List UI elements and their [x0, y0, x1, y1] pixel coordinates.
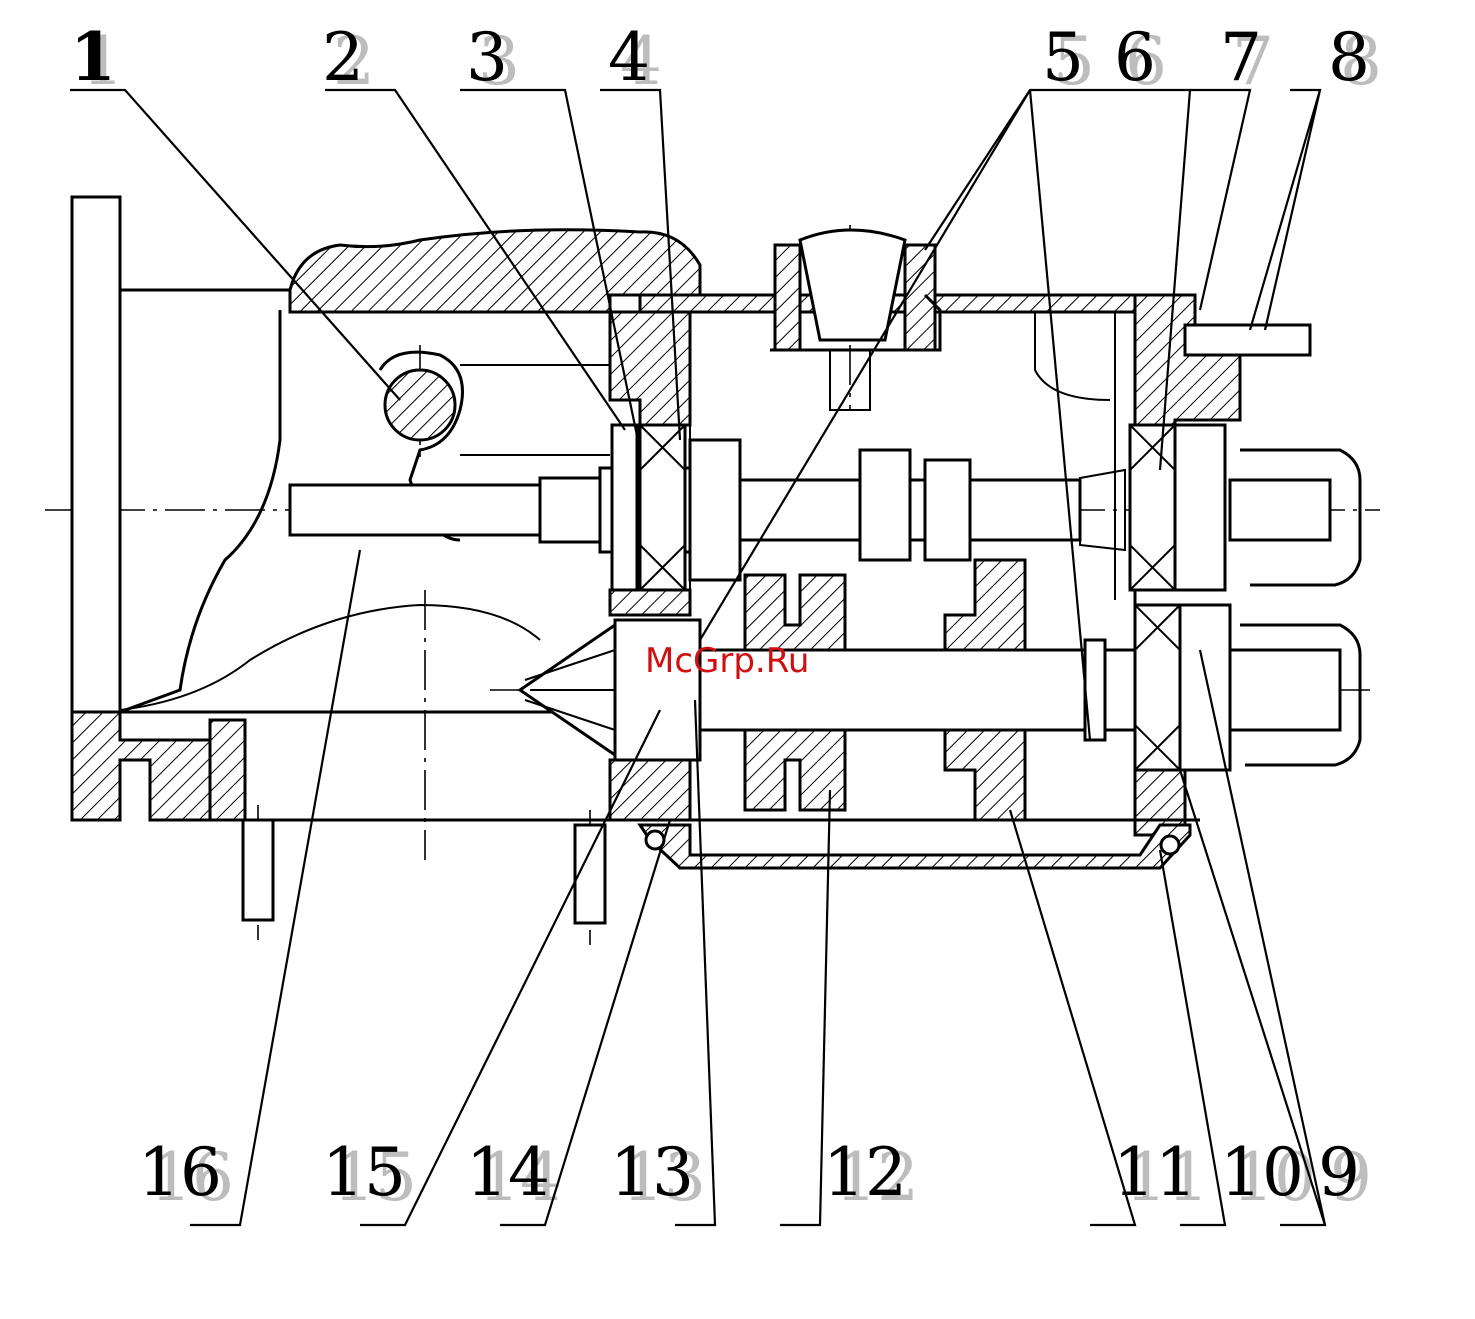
ghost-callout-16: 16: [150, 1139, 234, 1216]
cover-bolt-8: [1183, 323, 1312, 357]
gear-front: [688, 438, 742, 582]
callout-16: 16: [138, 1134, 222, 1211]
leader-lines: [70, 88, 1327, 1227]
ghost-callout-15: 15: [333, 1139, 417, 1216]
input-shaft-step: [538, 476, 602, 544]
bearing-upper-left: [638, 423, 687, 592]
sliding-gear-a: [858, 448, 912, 562]
flange-wall-section: [208, 718, 247, 822]
right-wall-upper: [1133, 293, 1242, 442]
leader-8: [1248, 88, 1322, 331]
callout-2: 2: [322, 19, 364, 96]
bevel-pinion: [1079, 468, 1126, 552]
bearing-hub-14: [613, 618, 702, 762]
ghost-callout-2: 2: [333, 23, 375, 100]
callout-5: 5: [1042, 19, 1084, 96]
stud-left: [241, 818, 275, 922]
retaining-ring-3: [610, 423, 639, 592]
callout-3: 3: [466, 19, 508, 96]
leader-1: [70, 88, 401, 401]
watermark-text: McGrp.Ru: [645, 641, 809, 681]
input-shaft-stub: [288, 483, 542, 537]
ghost-callout-6: 6: [1125, 23, 1167, 100]
leader-2: [325, 88, 626, 431]
callout-13: 13: [610, 1134, 694, 1211]
input-shaft-output: [1228, 478, 1332, 542]
leader-14: [500, 819, 672, 1227]
input-shaft-rear: [968, 478, 1082, 542]
plug-seat-right: [903, 243, 937, 352]
callout-8: 8: [1328, 19, 1370, 96]
ghost-callout-11: 11: [1125, 1139, 1209, 1216]
plug-seat-left: [773, 243, 802, 352]
flange-foot-section: [70, 710, 212, 822]
input-shaft-mid: [738, 478, 862, 542]
seal-upper: [1173, 423, 1227, 592]
callout-1: 1: [70, 18, 116, 96]
bearing-upper-right: [1128, 423, 1177, 592]
ghost-callout-3: 3: [478, 23, 520, 100]
drain-bolt-right: [1159, 834, 1181, 856]
bevel-gear-teeth: [524, 649, 616, 731]
callout-14: 14: [466, 1134, 550, 1211]
ghost-callout-5: 5: [1053, 23, 1095, 100]
callout-11: 11: [1113, 1134, 1197, 1211]
leader-11: [1008, 809, 1137, 1227]
bearing-upper-left-cross: [639, 424, 686, 591]
ghost-callout-4: 4: [620, 23, 662, 100]
input-shaft: [288, 323, 1362, 592]
leader-13: [675, 699, 717, 1227]
gear-12-lower: [743, 728, 847, 812]
ghost-callout-14: 14: [478, 1139, 562, 1216]
leader-7: [1190, 88, 1252, 311]
callout-15: 15: [322, 1134, 406, 1211]
bearing-lower-right-cross: [1134, 604, 1181, 771]
bearing-upper-right-cross: [1129, 424, 1176, 591]
leader-3: [460, 88, 642, 451]
callout-7: 7: [1220, 19, 1262, 96]
callout-9: 9: [1318, 1134, 1360, 1211]
callout-6: 6: [1114, 19, 1156, 96]
output-shaft: [517, 558, 1362, 822]
leader-4: [600, 88, 682, 441]
bearing-lower-right: [1133, 603, 1182, 772]
breakout-left: [119, 310, 282, 714]
leader-16: [190, 549, 362, 1227]
seal-lower: [1178, 603, 1232, 772]
ghost-callout-7: 7: [1232, 23, 1274, 100]
sliding-gear-b: [923, 458, 972, 562]
partition-lower: [608, 758, 692, 822]
breakout-lower: [119, 603, 541, 711]
partition-middle: [608, 588, 692, 617]
mounting-flange: [70, 195, 122, 714]
plug-body: [798, 228, 907, 342]
callout-4: 4: [608, 19, 650, 96]
gear-11-lower: [943, 728, 1027, 822]
input-shaft-neck: [908, 478, 927, 542]
plug-stem: [829, 349, 871, 411]
ghost-callout-1: 1: [82, 23, 124, 100]
callout-numbers: 1 2 3 4 5 6 7 8 16 15 14 13 12 11 10 9: [70, 18, 1370, 1211]
ghost-callout-numbers: 1 2 3 4 5 6 7 8 16 15 14 13 12 11 10 9: [82, 23, 1382, 1216]
bottom-cover: [637, 823, 1192, 870]
leader-9: [1178, 649, 1327, 1227]
callout-10: 10: [1220, 1134, 1304, 1211]
filler-plug: [770, 228, 942, 411]
leader-10: [1158, 849, 1227, 1227]
gear-11-upper: [943, 558, 1027, 652]
lever-pivot: [383, 368, 457, 442]
body-edges: [120, 288, 610, 822]
callout-12: 12: [823, 1134, 907, 1211]
leader-5: [699, 88, 1092, 741]
upper-end-cap: [1240, 448, 1362, 587]
ghost-callout-8: 8: [1340, 23, 1382, 100]
ghost-callout-12: 12: [835, 1139, 919, 1216]
ghost-callout-9: 9: [1330, 1139, 1372, 1216]
leader-12: [780, 789, 832, 1227]
lower-end-cap: [1240, 623, 1362, 767]
ghost-callout-13: 13: [622, 1139, 706, 1216]
leader-15: [360, 709, 661, 1227]
gear-12-upper: [743, 573, 847, 652]
